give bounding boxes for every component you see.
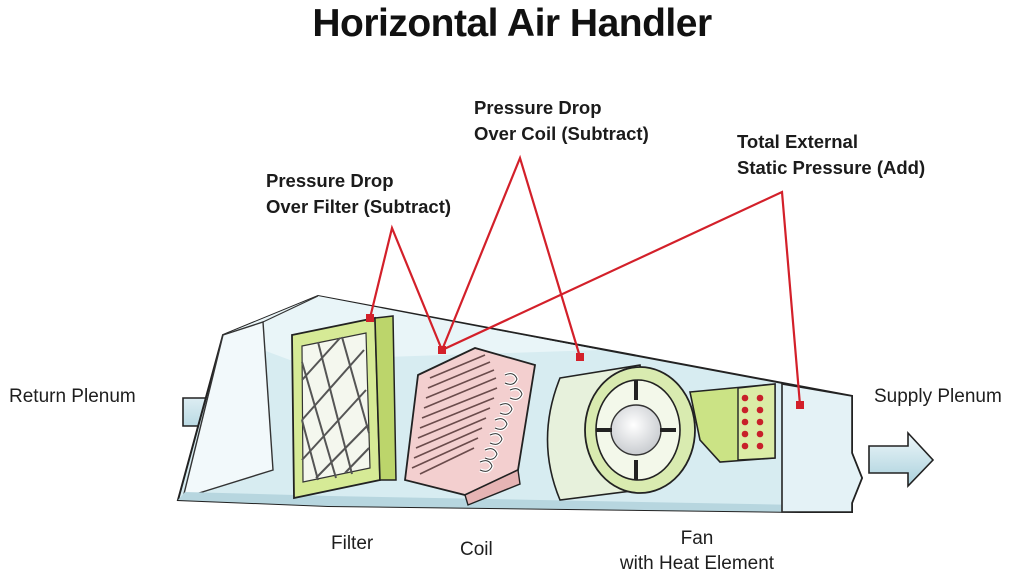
label-return-plenum: Return Plenum bbox=[9, 386, 136, 407]
coil bbox=[404, 347, 537, 506]
callout-filter-drop: Pressure Drop Over Filter (Subtract) bbox=[266, 168, 451, 220]
callout-coil-drop: Pressure Drop Over Coil (Subtract) bbox=[474, 95, 649, 147]
filter bbox=[291, 315, 397, 500]
callout-filter-drop-line1: Pressure Drop bbox=[266, 170, 394, 191]
callout-filter-drop-line2: Over Filter (Subtract) bbox=[266, 196, 452, 217]
callout-total-external: Total External Static Pressure (Add) bbox=[737, 129, 925, 181]
callout-line-total-external bbox=[441, 190, 802, 406]
label-supply-plenum: Supply Plenum bbox=[874, 386, 1002, 407]
callout-total-external-line2: Static Pressure (Add) bbox=[737, 157, 926, 178]
callout-coil-drop-line2: Over Coil (Subtract) bbox=[474, 123, 649, 144]
diagram-title: Horizontal Air Handler bbox=[312, 2, 712, 45]
callout-coil-drop-line1: Pressure Drop bbox=[474, 97, 602, 118]
callout-lines bbox=[368, 154, 802, 406]
label-fan: Fan with Heat Element bbox=[590, 526, 804, 576]
label-fan-line1: Fan bbox=[680, 528, 714, 549]
supply-airflow-arrow bbox=[868, 430, 935, 488]
label-filter: Filter bbox=[331, 533, 374, 554]
callout-total-external-line1: Total External bbox=[737, 131, 858, 152]
callout-line-coil-drop bbox=[440, 154, 582, 358]
fan-with-heat-element bbox=[546, 364, 776, 501]
label-coil: Coil bbox=[460, 539, 493, 560]
callout-line-filter-drop bbox=[368, 224, 444, 351]
measurement-points bbox=[366, 314, 804, 409]
label-fan-line2: with Heat Element bbox=[619, 553, 775, 574]
